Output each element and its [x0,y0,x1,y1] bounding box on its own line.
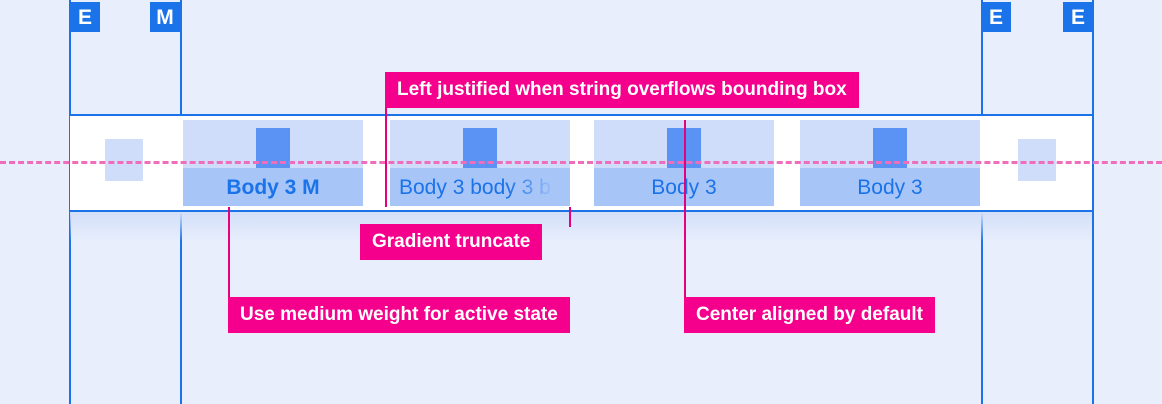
tab-label: Body 3 M [226,175,320,199]
marker-margin-left: M [150,2,180,32]
marker-edge-left-outer: E [70,2,100,32]
tab-label: Body 3 body 3 b [399,175,551,199]
marker-label: E [77,5,92,29]
side-square-right [1018,139,1056,181]
marker-edge-right-outer: E [1063,2,1093,32]
leader-left-justified [385,72,387,207]
annotation-text: Center aligned by default [696,304,923,325]
tab-label-slot: Body 3 body 3 b [390,168,570,206]
annotation-left-justified: Left justified when string overflows bou… [385,72,859,108]
annotation-gradient-truncate: Gradient truncate [360,224,543,260]
tab-cell-1[interactable]: Body 3 M [183,120,363,206]
leader-medium-weight [228,207,230,299]
marker-label: M [156,5,174,29]
marker-label: E [988,5,1003,29]
container-drop-shadow [70,212,1092,242]
baseline-guide [0,161,1162,164]
annotation-center-aligned: Center aligned by default [684,297,935,333]
layout-guide-4 [1092,0,1094,404]
annotation-text: Gradient truncate [372,231,531,252]
marker-label: E [1070,5,1085,29]
tab-label: Body 3 [651,175,717,199]
tab-label-slot: Body 3 M [183,168,363,206]
leader-center-aligned [684,120,686,300]
tab-label: Body 3 [857,175,923,199]
tab-icon-slot [800,120,980,168]
tab-cell-4[interactable]: Body 3 [800,120,980,206]
marker-edge-right-inner: E [981,2,1011,32]
leader-gradient-truncate [569,207,571,227]
tab-icon-slot [183,120,363,168]
annotation-medium-weight: Use medium weight for active state [228,297,570,333]
annotation-text: Left justified when string overflows bou… [397,79,847,100]
tab-label-slot: Body 3 [800,168,980,206]
side-square-left [105,139,143,181]
annotation-text: Use medium weight for active state [240,304,558,325]
